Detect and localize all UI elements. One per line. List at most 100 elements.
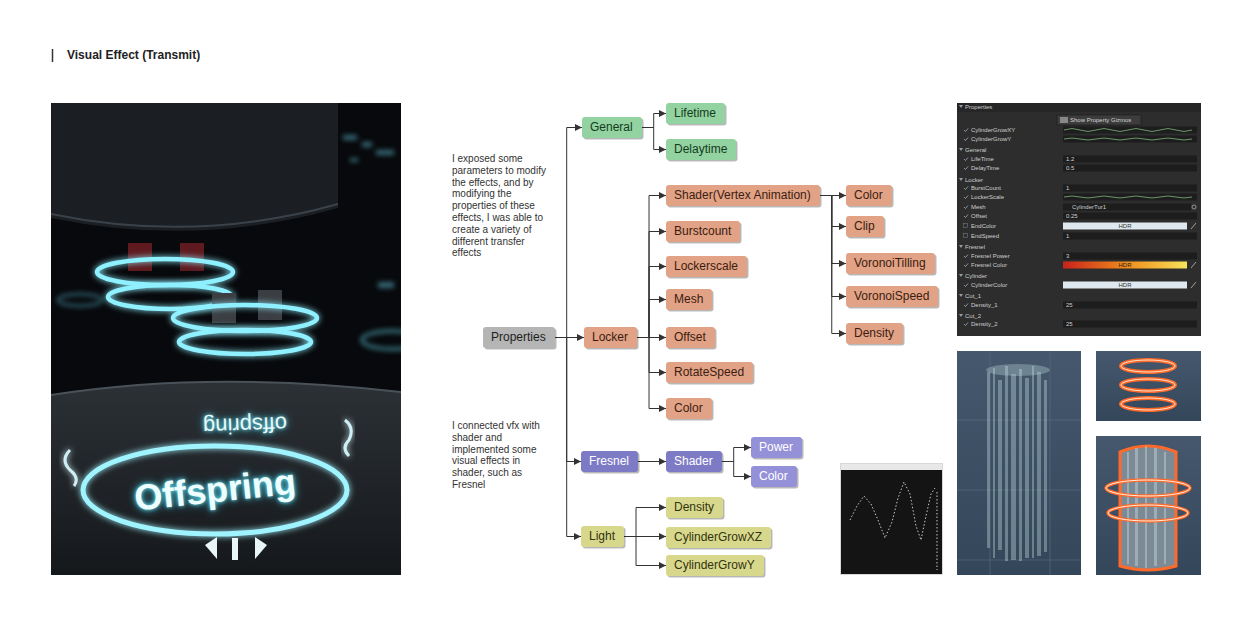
- title-bar: [52, 49, 54, 62]
- box-text: CylinderGrowXZ: [674, 530, 762, 545]
- inspector-label: Offset: [971, 212, 987, 220]
- ellipse-shape: [1106, 480, 1190, 496]
- path-shape: [1064, 196, 1192, 198]
- tree-connector: [555, 338, 581, 462]
- box-text: Lockerscale: [674, 259, 738, 274]
- property-box: VoronoiSpeed: [846, 286, 938, 307]
- inspector-label: Fresnel Power: [971, 252, 1010, 260]
- inspector-header: Locker: [965, 176, 983, 184]
- box-text: Density: [674, 500, 714, 515]
- path-shape: [959, 274, 963, 277]
- rect-shape: [1063, 156, 1197, 163]
- inspector-label: Density_1: [971, 301, 998, 309]
- box-text: Delaytime: [674, 142, 727, 157]
- property-box: Color: [751, 466, 797, 487]
- color-field: [1063, 282, 1187, 289]
- rect-shape: [350, 158, 358, 162]
- property-box: Locker: [584, 327, 637, 348]
- upper-cylinder: [51, 103, 338, 231]
- property-box: VoronoiTilling: [846, 253, 935, 274]
- path-shape: [964, 196, 968, 199]
- inspector-label: Mesh: [971, 203, 986, 211]
- property-box: Mesh: [666, 289, 712, 310]
- path-shape: [964, 323, 968, 326]
- path-shape: [964, 215, 968, 218]
- curve-graph: [841, 464, 943, 575]
- property-box: Color: [846, 185, 892, 206]
- cylinder-rim: [51, 204, 338, 227]
- path-shape: [1191, 282, 1196, 288]
- inspector-value: 0.25: [1066, 212, 1078, 220]
- path-shape: [964, 255, 968, 258]
- box-text: CylinderGrowY: [674, 558, 755, 573]
- fold-arrows: [959, 105, 963, 317]
- tree-connector: [637, 232, 666, 338]
- path-shape: [1191, 223, 1196, 229]
- rect-shape: [1063, 321, 1197, 328]
- property-box: CylinderGrowY: [666, 555, 764, 576]
- tree-connector: [722, 448, 751, 462]
- inspector-value: HDR: [1063, 281, 1187, 289]
- inspector-label: DelayTime: [971, 164, 999, 172]
- rect-shape: [1154, 448, 1157, 566]
- path-shape: [959, 105, 963, 108]
- render-photo: [51, 103, 401, 575]
- path-shape: [964, 206, 968, 209]
- path-shape: [964, 158, 968, 161]
- box-text: RotateSpeed: [674, 365, 744, 380]
- far-glyphs: [343, 135, 394, 288]
- tree-connector: [637, 300, 666, 338]
- tree-connector: [637, 338, 666, 409]
- property-box: Lifetime: [666, 103, 725, 124]
- gizmo-icon: [1060, 117, 1068, 123]
- box-text: Power: [759, 440, 793, 455]
- property-box: Power: [751, 437, 802, 458]
- property-box: Burstcount: [666, 221, 740, 242]
- path-shape: [959, 148, 963, 151]
- rect-shape: [964, 234, 968, 238]
- object-picker: [1192, 205, 1196, 209]
- box-text: Locker: [592, 330, 628, 345]
- graph-marker: [937, 492, 938, 570]
- property-box: Lockerscale: [666, 256, 747, 277]
- rect-shape: [1063, 253, 1197, 260]
- ellipse-shape: [1121, 398, 1175, 410]
- rect-shape: [376, 150, 394, 155]
- inspector-label: LockerScale: [971, 193, 1004, 201]
- box-text: Fresnel: [589, 454, 629, 469]
- rect-shape: [1063, 302, 1197, 309]
- property-box: Offset: [666, 327, 715, 348]
- inspector-header: Fresnel: [965, 243, 985, 251]
- tree-connector: [820, 196, 846, 227]
- note-text: I exposed some parameters to modify the …: [452, 153, 550, 259]
- combined-render: [1096, 436, 1201, 575]
- rect-shape: [1044, 380, 1047, 552]
- path-shape: [959, 178, 963, 181]
- rect-shape: [1063, 213, 1197, 220]
- unchecked-boxes: [964, 224, 968, 238]
- inspector-label: CylinderGrowXY: [971, 126, 1015, 134]
- property-box: General: [582, 117, 642, 138]
- inspector-panel: [957, 103, 1201, 336]
- property-box: Density: [846, 323, 903, 344]
- far-ring: [362, 331, 401, 349]
- note-text: I connected vfx with shader and implemen…: [452, 420, 550, 491]
- path-shape: [959, 245, 963, 248]
- illustration-text: offspring: [165, 408, 326, 442]
- inspector-button: Show Property Gizmos: [1070, 116, 1131, 124]
- rect-shape: [1063, 194, 1197, 201]
- rect-shape: [1063, 233, 1197, 240]
- render-ground: [1096, 436, 1201, 575]
- bottom-glyph: [205, 537, 217, 559]
- tree-connector: [642, 128, 666, 150]
- page-title: Visual Effect (Transmit): [67, 48, 200, 63]
- inspector-value: 1.2: [1066, 155, 1074, 163]
- ellipse-shape: [1108, 505, 1188, 521]
- path-shape: [964, 129, 968, 132]
- inspector-value: 0.5: [1066, 164, 1074, 172]
- rect-shape: [343, 135, 357, 140]
- property-box: RotateSpeed: [666, 362, 753, 383]
- ellipse-shape: [1106, 480, 1190, 496]
